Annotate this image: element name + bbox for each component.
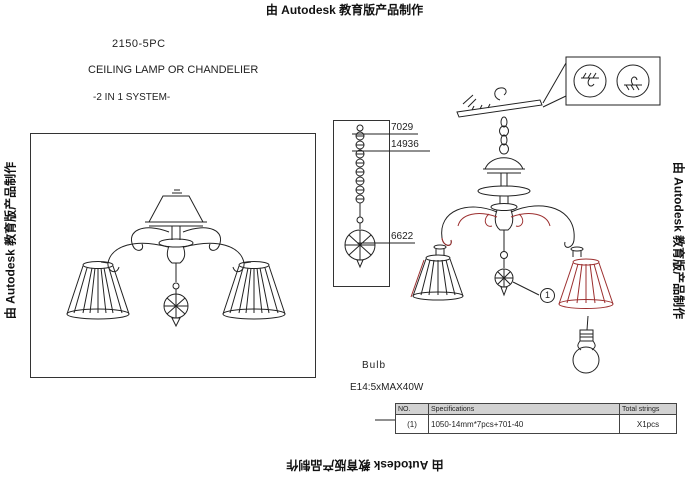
bulb-label: Bulb [362,360,387,371]
cell-total: X1pcs [619,414,677,434]
cell-specification: 1050-14mm*7pcs+701-40 [428,414,620,434]
spec-table-row: (1) 1050-14mm*7pcs+701-40 X1pcs [395,414,677,434]
spec-table-header-row: NO. Specifications Total strings [395,403,677,415]
ceiling-fixture-drawing [66,189,286,328]
bulb-spec: E14:5xMAX40W [350,382,424,393]
product-title: CEILING LAMP OR CHANDELIER [88,64,259,76]
header-no: NO. [395,403,429,415]
cell-no: (1) [395,414,429,434]
part-label-7029: 7029 [391,122,414,133]
model-number: 2150-5PC [112,38,166,50]
bead-chain-detail-box [333,120,390,287]
callout-1: 1 [540,288,555,303]
header-specifications: Specifications [428,403,620,415]
spec-table: NO. Specifications Total strings (1) 105… [395,403,677,434]
header-total-strings: Total strings [619,403,677,415]
bead-chain-drawing [344,124,376,269]
system-subtitle: -2 IN 1 SYSTEM- [93,92,171,103]
part-label-14936: 14936 [391,139,419,150]
ceiling-mount-view-box [30,133,316,378]
watermark-top: 由 Autodesk 教育版产品制作 [265,3,424,17]
part-label-6622: 6622 [391,231,414,242]
